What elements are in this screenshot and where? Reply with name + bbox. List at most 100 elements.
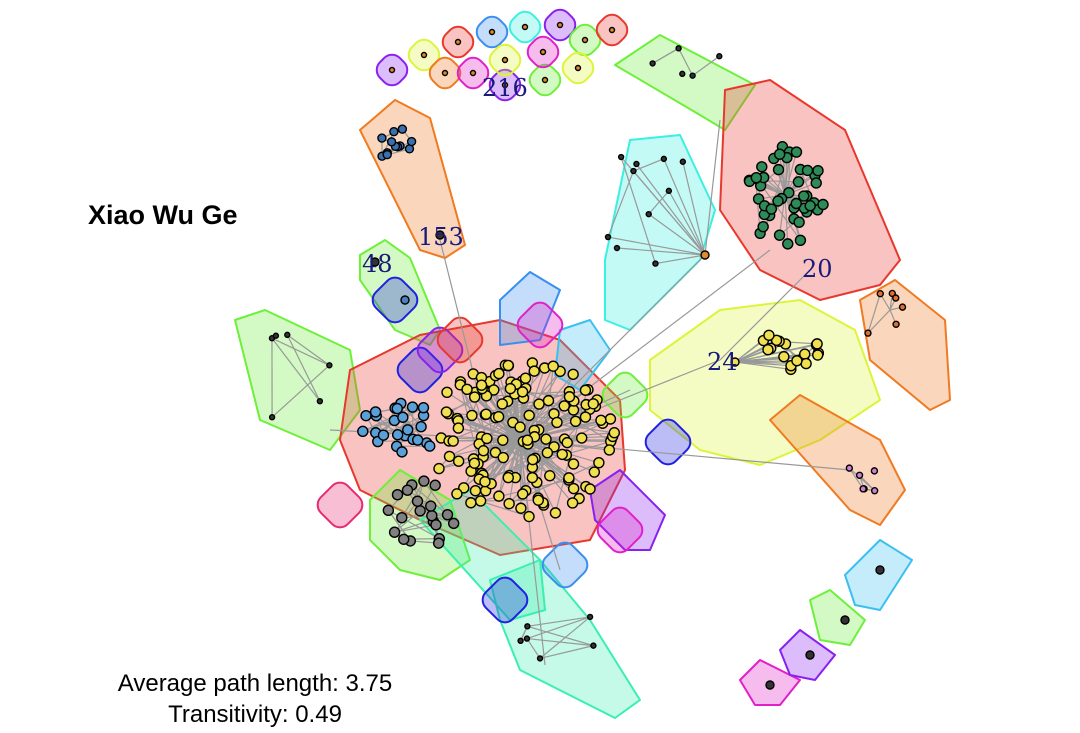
graph-node [840,615,850,625]
graph-title: Xiao Wu Ge [88,200,238,230]
graph-node [793,216,805,228]
community-hull [516,301,564,349]
graph-node [561,436,573,449]
community-hull [596,506,644,554]
graph-node [420,51,428,59]
graph-node [272,332,280,339]
graph-node [576,432,588,444]
graph-node [452,422,465,434]
graph-node [855,471,864,479]
graph-edge [286,334,330,366]
graph-node [567,458,580,470]
graph-node [679,158,687,165]
graph-node [441,508,454,521]
graph-node [441,386,453,399]
graph-node [675,45,682,52]
graph-node [481,432,493,445]
graph-edge [734,361,792,367]
graph-node [595,414,607,426]
graph-node [810,177,822,189]
graph-node [579,411,592,423]
graph-node [558,400,570,412]
graph-node [425,500,437,512]
community-hull [809,589,866,646]
graph-edge [704,119,721,256]
graph-node [517,637,524,645]
community-hull [769,394,906,526]
graph-node [660,155,668,163]
graph-edge [607,170,635,238]
graph-node [503,497,515,510]
graph-node [791,355,803,367]
community-hull [644,418,692,466]
graph-edge [519,439,530,517]
graph-node [613,244,621,252]
graph-edge [458,420,521,441]
graph-edge [539,645,594,659]
community-hull [359,239,441,346]
graph-node [649,60,656,67]
community-label-153: 153 [418,223,464,251]
graph-node [504,382,517,395]
graph-node [388,66,396,74]
graph-node [377,133,387,143]
community-label-216: 216 [482,74,528,102]
graph-node [762,343,774,356]
graph-node [782,238,794,250]
graph-node [396,511,408,524]
graph-node [567,482,580,495]
graph-edge [652,47,679,64]
graph-node [665,187,673,195]
graph-node [567,368,579,380]
community-hull [234,309,361,451]
graph-edge [682,161,706,256]
graph-node [794,234,807,246]
graph-node [415,420,427,433]
graph-node [798,190,810,202]
graph-node [544,470,556,482]
graph-node [800,357,812,370]
graph-node [514,421,526,433]
graph-node [778,351,790,363]
community-hull [316,481,364,529]
graph-node [586,613,594,621]
graph-edge [734,356,784,363]
graph-node [593,456,605,469]
graph-node [360,409,372,422]
graph-stats: Average path length: 3.75 Transitivity: … [60,668,450,730]
graph-node [406,401,419,413]
graph-edge [867,293,881,334]
graph-node [382,504,395,517]
graph-edge [526,637,594,647]
graph-node [547,360,559,372]
graph-edge [848,467,876,492]
graph-node [812,165,824,177]
graph-node [502,359,514,372]
graph-node [765,203,778,215]
graph-node [772,163,785,176]
graph-node [730,357,740,367]
graph-node [357,425,369,438]
graph-node [517,488,529,500]
graph-node [804,200,816,212]
graph-node [501,56,509,64]
graph-node [563,472,575,484]
graph-node [441,69,449,77]
graph-node [812,349,824,361]
graph-node [679,70,686,78]
graph-node [540,433,552,445]
graph-node [859,485,867,493]
graph-edge [648,213,706,256]
graph-node [502,471,514,484]
graph-node [411,495,424,507]
graph-node [391,402,403,415]
transitivity: Transitivity: 0.49 [168,701,342,728]
graph-node [475,379,488,391]
graph-node [876,289,884,298]
graph-node [396,446,408,458]
graph-node [566,497,579,509]
graph-node [539,48,547,56]
graph-edge [607,236,706,256]
average-path-length: Average path length: 3.75 [117,670,393,697]
community-hull [614,34,756,131]
